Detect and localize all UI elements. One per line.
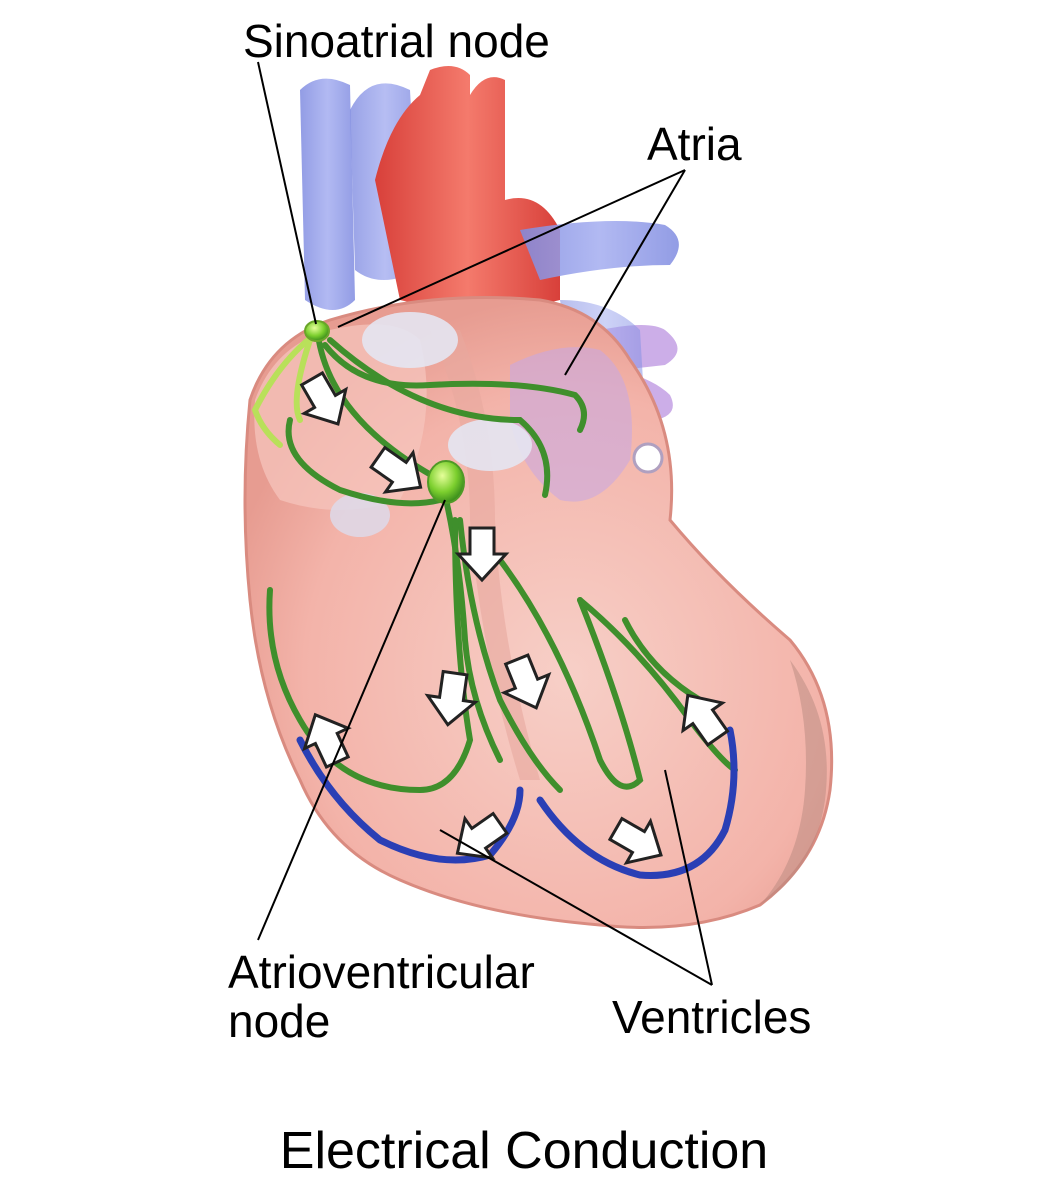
arrow-to-av	[369, 445, 423, 494]
arrow-sa-down	[299, 370, 349, 426]
aortic-arch	[375, 66, 560, 310]
purkinje-right	[296, 736, 524, 864]
arrow-his	[454, 526, 510, 583]
conduction-system	[251, 329, 738, 879]
pulmonary-valve	[330, 493, 390, 537]
right-ventricle-fiber	[497, 557, 644, 790]
signal-arrows	[299, 370, 730, 866]
pulmonary-artery-branch	[520, 221, 679, 280]
left-bundle-branch	[457, 517, 563, 793]
pulmonary-vein-opening	[632, 442, 664, 474]
sinoatrial-node	[304, 320, 330, 342]
apex-fiber	[622, 617, 703, 703]
leader-lines	[257, 61, 713, 986]
bachmann-fiber	[327, 337, 551, 498]
diagram-caption: Electrical Conduction	[280, 1122, 768, 1180]
label-ventricles: Ventricles	[612, 991, 811, 1043]
arrow-right-branch	[424, 669, 479, 727]
mitral-valve	[448, 419, 532, 471]
internodal-fiber-2	[322, 342, 587, 433]
sa-fiber-lime-1	[251, 329, 321, 448]
leader-ventricles-right	[439, 829, 713, 986]
right-bundle-branch	[266, 517, 474, 794]
arrow-left-branch	[500, 653, 552, 710]
arrow-up-left-wall	[681, 693, 730, 747]
leader-atria-left	[564, 169, 686, 376]
leader-atrioventricular	[257, 499, 446, 941]
internodal-fiber-3	[285, 417, 443, 507]
arrow-apex-left	[607, 816, 663, 866]
left-ventricle-fiber	[577, 597, 738, 773]
label-atria: Atria	[647, 118, 742, 170]
superior-vena-cava	[300, 78, 355, 310]
label-atrioventricular-node: node	[228, 995, 330, 1047]
leader-ventricles-left	[664, 769, 713, 986]
leader-atria-right	[337, 169, 686, 328]
ventricle-shadow	[760, 660, 827, 905]
label-sinoatrial-node: Sinoatrial node	[243, 15, 550, 67]
label-atrioventricular: Atrioventricular	[228, 946, 535, 998]
sa-fiber-lime-2	[293, 337, 313, 423]
tricuspid-valve	[362, 312, 458, 368]
atrioventricular-node	[427, 460, 465, 504]
leader-sinoatrial	[257, 61, 317, 325]
